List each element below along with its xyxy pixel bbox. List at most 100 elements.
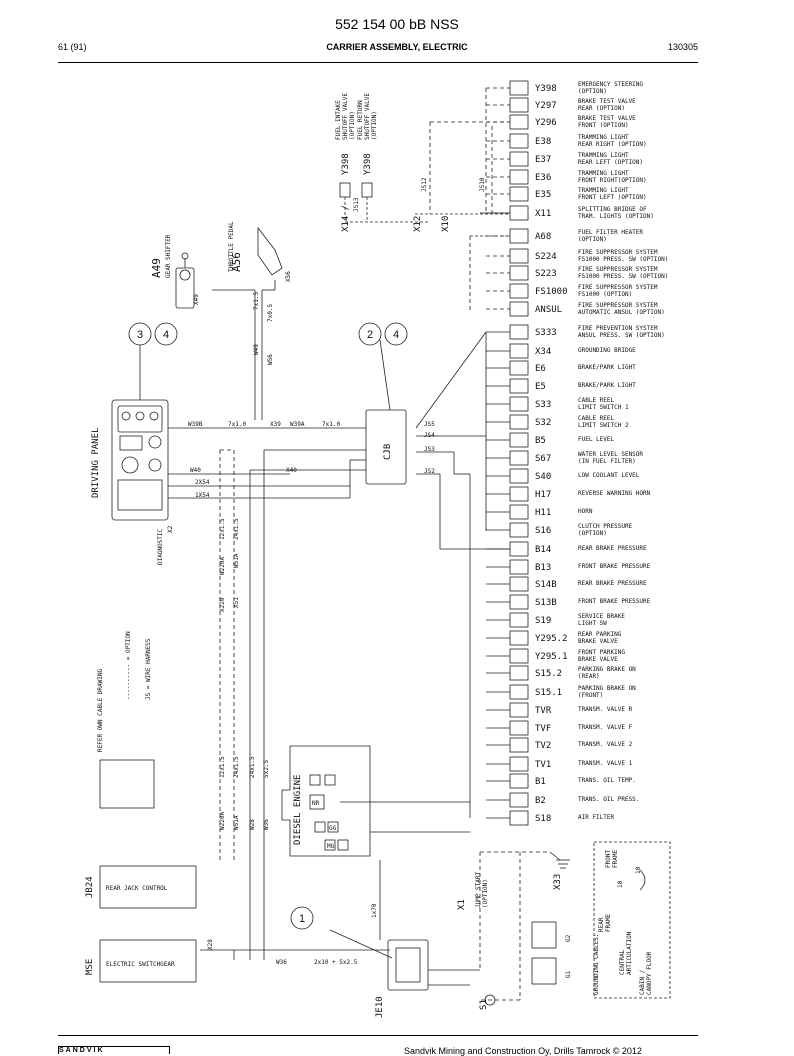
label-c12x1-5b: 12x1.5	[219, 756, 226, 778]
label-w39b: W39B	[188, 421, 203, 428]
component-code: S13B	[535, 598, 557, 608]
label-js10: JS10	[479, 177, 486, 192]
component-desc: TRAMMING LIGHT	[578, 134, 629, 141]
component-desc: REAR RIGHT (OPTION)	[578, 141, 647, 148]
rear-jack-control-box	[99, 865, 197, 909]
label-js12: JS12	[421, 177, 428, 192]
label-js3: JS3	[424, 446, 435, 453]
label-x33: X33	[553, 874, 563, 890]
component-desc: FRONT BRAKE PRESSURE	[578, 563, 651, 570]
page-number: 61 (91)	[58, 42, 87, 52]
label-w28: W28	[249, 819, 256, 830]
component-desc: PARKING BRAKE ON	[578, 685, 636, 692]
component-desc: FRONT RIGHT(OPTION)	[578, 177, 647, 184]
component-desc: TRAMMING LIGHT	[578, 187, 629, 194]
label-rear-frame: REAR	[598, 917, 605, 932]
label-throttle-pedal: THROTTLE PEDAL	[228, 221, 235, 272]
label-w51a-bot: W51A	[233, 815, 240, 830]
label-ten-a: 10	[617, 880, 624, 888]
component-desc: (OPTION)	[578, 530, 607, 537]
component-desc: GROUNDING BRIDGE	[578, 347, 636, 354]
bus-lines	[415, 88, 510, 818]
component-code: S224	[535, 252, 557, 262]
component-code: Y297	[535, 101, 557, 111]
gear-shifter-assembly	[175, 226, 283, 420]
label-x14: X14 /	[341, 205, 351, 232]
component-code: B13	[535, 563, 551, 573]
component-code: TVR	[535, 706, 552, 716]
component-code: S40	[535, 472, 551, 482]
fuel-shutoff-valves	[339, 182, 510, 237]
label-c24x1-5: 24x1.5	[233, 518, 240, 540]
callouts[interactable]	[128, 322, 408, 930]
label-y398b: Y398	[363, 153, 373, 175]
document-code: 130305	[667, 42, 698, 52]
component-desc: FIRE SUPPRESSOR SYSTEM	[578, 249, 658, 256]
label-x40: X40	[286, 467, 297, 474]
component-desc: SERVICE BRAKE	[578, 613, 625, 620]
callout-4b	[384, 322, 408, 346]
label-js13: JS13	[353, 197, 360, 212]
label-mg: MG	[327, 843, 335, 850]
component-desc: REAR (OPTION)	[578, 105, 625, 112]
component-desc: AUTOMATIC ANSUL (OPTION)	[578, 309, 665, 316]
component-desc: (REAR)	[578, 673, 600, 680]
component-code: Y295.2	[535, 634, 568, 644]
component-code: X11	[535, 209, 551, 219]
component-desc: TRANSM. VALVE 1	[578, 760, 633, 767]
component-desc: BRAKE TEST VALVE	[578, 115, 636, 122]
component-desc: BRAKE TEST VALVE	[578, 98, 636, 105]
label-x49: X49	[193, 294, 200, 305]
label-cable-7x0-5: 7x0.5	[267, 304, 274, 322]
callout-number: 2	[367, 329, 373, 341]
label-cable-7x1-0b: 7x1.0	[322, 421, 340, 428]
label-y398a: Y398	[341, 153, 351, 175]
component-code: TV1	[535, 760, 551, 770]
component-desc: (OPTION)	[578, 88, 607, 95]
label-front-frame: FRONT	[605, 850, 612, 868]
component-desc: CABLE REEL	[578, 415, 615, 422]
diesel-engine	[281, 745, 470, 857]
component-code: S19	[535, 616, 551, 626]
callout-number: 3	[137, 329, 143, 341]
component-code: E38	[535, 137, 551, 147]
section-title: CARRIER ASSEMBLY, ELECTRIC	[326, 42, 468, 52]
callout-number: 4	[393, 329, 399, 341]
label-w51a-top: W51A	[233, 553, 240, 568]
component-code: E5	[535, 382, 546, 392]
component-desc: FRONT LEFT (OPTION)	[578, 194, 647, 201]
label-x56: X56	[285, 271, 292, 282]
component-code: TV2	[535, 741, 551, 751]
component-code: S333	[535, 328, 557, 338]
component-desc: REAR BRAKE PRESSURE	[578, 545, 647, 552]
component-code: H11	[535, 508, 551, 518]
component-code: S223	[535, 269, 557, 279]
component-desc: HORN	[578, 508, 593, 515]
label-cable-7x1-5: 7x1.5	[253, 292, 260, 310]
component-code: E35	[535, 190, 551, 200]
label-x220: X220	[219, 597, 226, 612]
label-x54b: 1X54	[195, 492, 210, 499]
label-ten-b: 10	[635, 866, 642, 874]
component-desc: FIRE SUPPRESSOR SYSTEM	[578, 302, 658, 309]
component-desc: BRAKE VALVE	[578, 638, 618, 645]
component-desc: TRANSM. VALVE 2	[578, 741, 633, 748]
label-x12: X12	[413, 216, 423, 232]
harness-down	[200, 449, 390, 960]
component-desc: REAR PARKING	[578, 631, 622, 638]
component-desc: FRONT BRAKE PRESSURE	[578, 598, 651, 605]
battery-area	[479, 851, 570, 1006]
